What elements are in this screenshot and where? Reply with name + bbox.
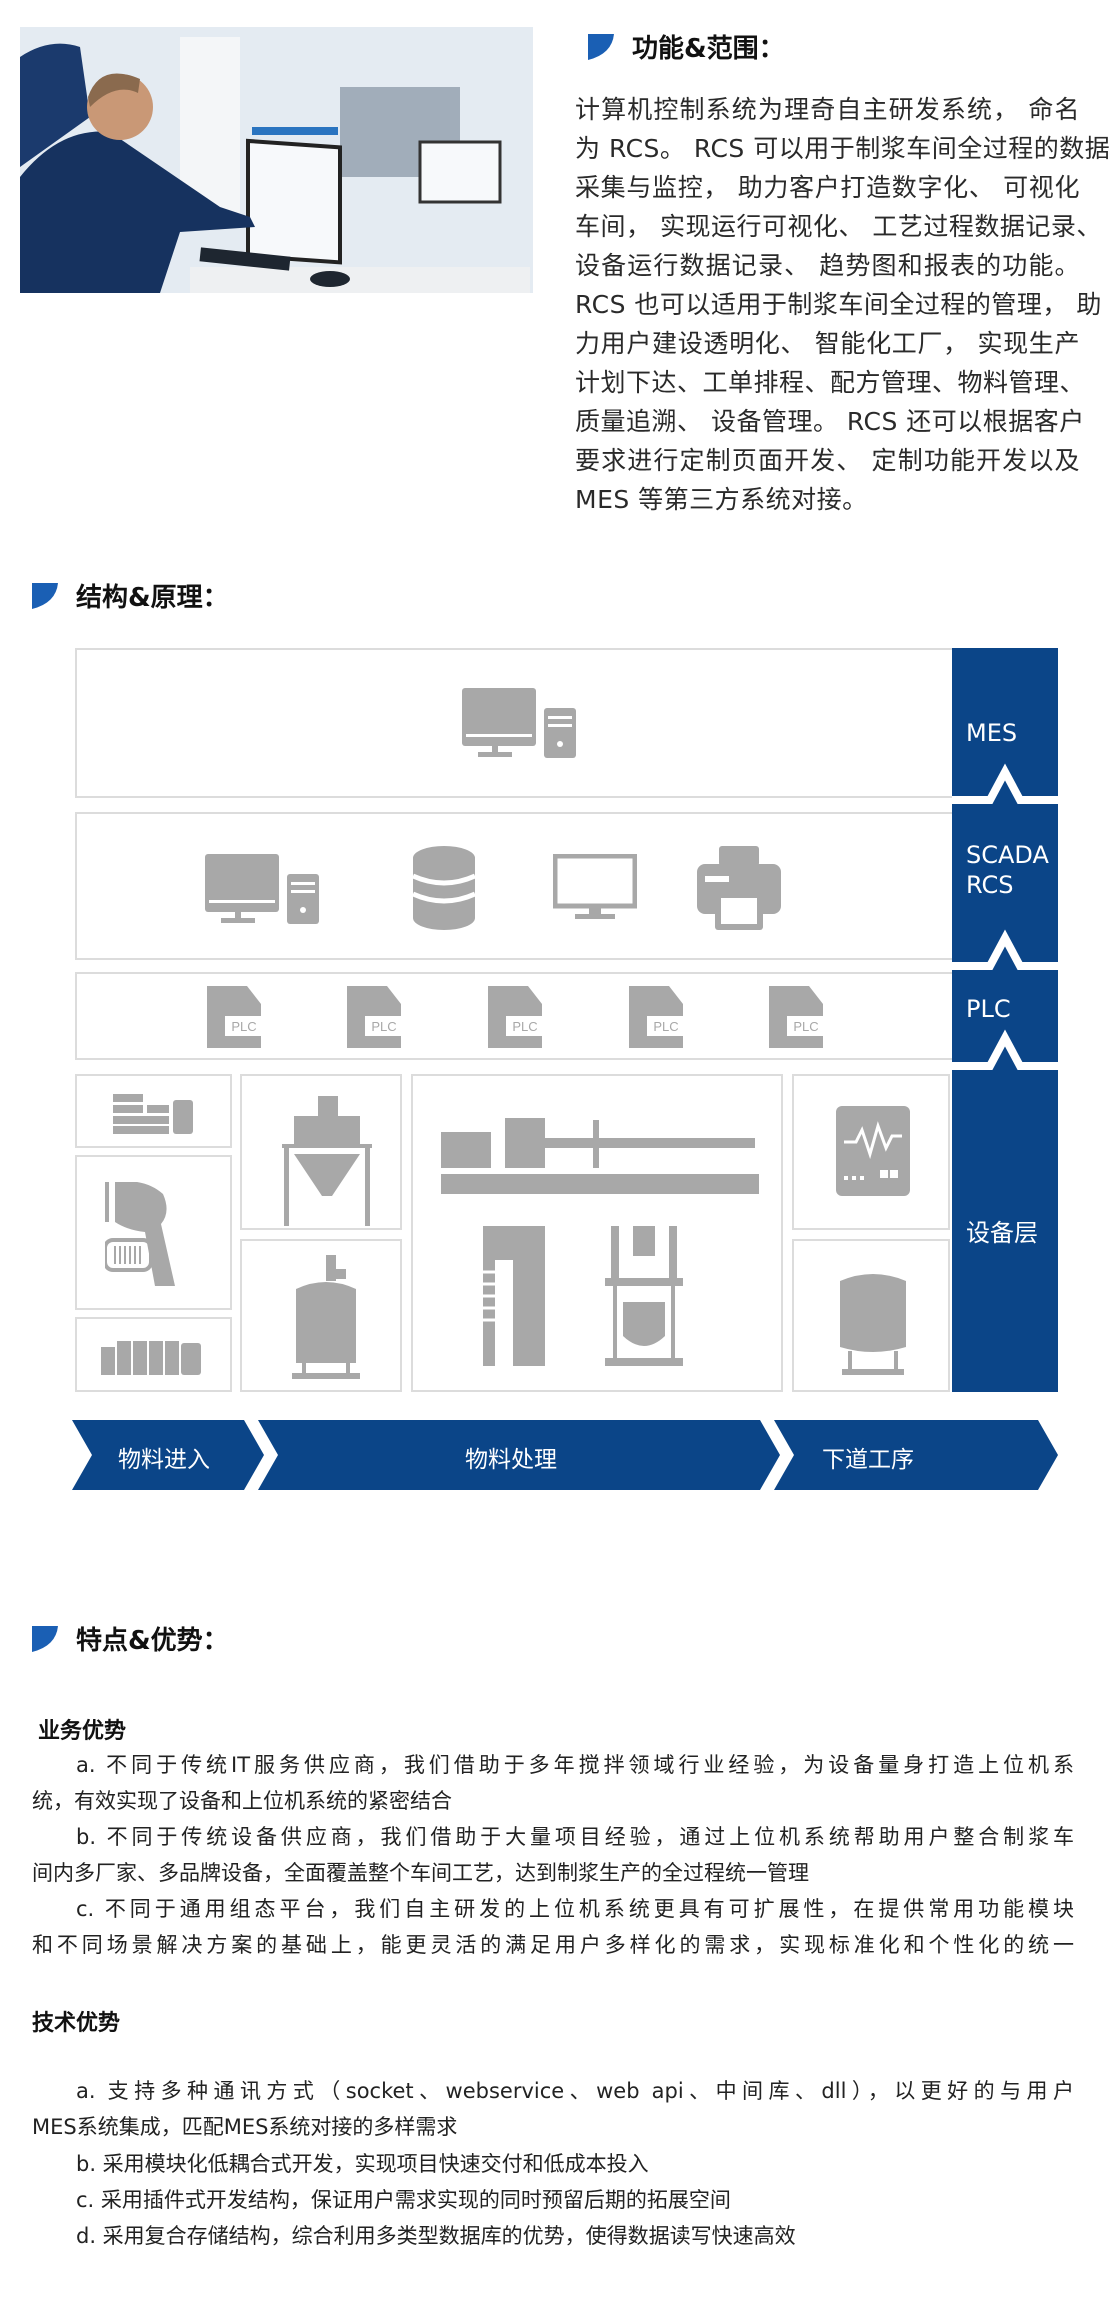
paragraph-line: 采集与监控， 助力客户打造数字化、 可视化 [575, 173, 1080, 202]
equipment-cell-containers [75, 1317, 232, 1392]
advantage-line: c. 采用插件式开发结构，保证用户需求实现的同时预留后期的拓展空间 [76, 2188, 731, 2212]
advantage-line: 统，有效实现了设备和上位机系统的紧密结合 [32, 1789, 452, 1813]
paragraph-line: 计划下达、工单排程、配方管理、物料管理、 [575, 368, 1086, 397]
plc-icon: PLC [347, 986, 405, 1052]
equipment-cell-processing [411, 1074, 783, 1392]
section-marker-icon [32, 582, 58, 609]
flow-label-downstream: 下道工序 [822, 1447, 914, 1473]
layer-label-plc: PLC [966, 995, 1011, 1023]
containers-icon [101, 1341, 201, 1375]
plc-icon: PLC [488, 986, 546, 1052]
desktop-computer-icon [462, 688, 576, 758]
paragraph-line: 质量追溯、 设备管理。 RCS 还可以根据客户 [575, 407, 1085, 436]
equipment-cell-analyzer [792, 1074, 950, 1230]
plc-icon-label: PLC [653, 1019, 678, 1034]
section-marker-icon [32, 1625, 58, 1652]
advantage-line: 和不同场景解决方案的基础上，能更灵活的满足用户多样化的需求，实现标准化和个性化的… [32, 1933, 1074, 1957]
flow-label-material-input: 物料进入 [118, 1447, 210, 1473]
advantage-line: b. 采用模块化低耦合式开发，实现项目快速交付和低成本投入 [76, 2152, 649, 2176]
paragraph-line: 车间， 实现运行可视化、 工艺过程数据记录、 [575, 212, 1102, 241]
flow-arrow-material-processing [258, 1420, 780, 1490]
advantage-line: a. 不同于传统IT服务供应商，我们借助于多年搅拌领域行业经验，为设备量身打造上… [76, 1753, 1074, 1777]
paragraph-line: 为 RCS。 RCS 可以用于制浆车间全过程的数据 [575, 134, 1110, 163]
paragraph-line: 要求进行定制页面开发、 定制功能开发以及 [575, 446, 1080, 475]
monitor-icon [553, 854, 637, 919]
advantage-line: 间内多厂家、多品牌设备，全面覆盖整个车间工艺，达到制浆生产的全过程统一管理 [32, 1861, 809, 1885]
paragraph-line: 计算机控制系统为理奇自主研发系统， 命名 [575, 95, 1080, 124]
layer-label-column: MES SCADA RCS PLC 设备层 [952, 648, 1058, 1392]
advantage-line: MES系统集成，匹配MES系统对接的多样需求 [32, 2115, 458, 2139]
paragraph-line: 力用户建设透明化、 智能化工厂， 实现生产 [575, 329, 1080, 358]
layer-label-equipment: 设备层 [966, 1219, 1038, 1247]
layer-box-mes [75, 648, 955, 798]
database-icon [412, 846, 476, 930]
section-title: 结构&原理： [76, 583, 229, 613]
upward-chevron-separators [952, 763, 1058, 1070]
storage-tank-icon [840, 1274, 906, 1375]
advantage-line: a. 支持多种通讯方式（socket、webservice、web api、中间… [76, 2079, 1074, 2103]
equipment-cell-silo [240, 1074, 402, 1230]
section-heading-function-scope: 功能&范围： [588, 28, 785, 65]
material-bags-icon [113, 1094, 193, 1134]
equipment-cell-barcode-scanner [75, 1155, 232, 1310]
paragraph-line: RCS 也可以适用于制浆车间全过程的管理， 助 [575, 290, 1102, 319]
plc-icon: PLC [629, 986, 687, 1052]
silo-hopper-icon [282, 1096, 372, 1226]
layer-box-plc: PLC PLC PLC PLC PLC [75, 972, 955, 1060]
technical-advantages-title: 技术优势 [32, 2011, 121, 2036]
advantage-line: c. 不同于通用组态平台，我们自主研发的上位机系统更具有可扩展性，在提供常用功能… [76, 1897, 1074, 1921]
process-flow-arrows [72, 1420, 1058, 1490]
business-advantages-title: 业务优势 [38, 1719, 127, 1744]
desktop-computer-icon [205, 854, 319, 924]
equipment-cell-raw-material-stack [75, 1074, 232, 1148]
hero-photo-operator-at-monitor [20, 27, 533, 293]
plc-icon-label: PLC [793, 1019, 818, 1034]
layer-label-rcs: RCS [966, 871, 1014, 899]
extruder-icon [441, 1118, 759, 1194]
paragraph-line: MES 等第三方系统对接。 [575, 485, 868, 514]
analyzer-monitor-icon [836, 1106, 910, 1196]
advantage-line: d. 采用复合存储结构，综合利用多类型数据库的优势，使得数据读写快速高效 [76, 2224, 796, 2248]
mixing-tank-icon [292, 1255, 360, 1379]
layer-label-mes: MES [966, 719, 1018, 747]
layer-box-scada-rcs [75, 812, 955, 960]
section-title: 特点&优势： [76, 1626, 229, 1656]
flow-arrow-material-input [72, 1420, 264, 1490]
plc-icon: PLC [207, 986, 265, 1052]
section-heading-features-advantages: 特点&优势： [32, 1620, 229, 1657]
plc-icon-label: PLC [371, 1019, 396, 1034]
section-marker-icon [588, 33, 614, 60]
equipment-cell-storage-tank [792, 1239, 950, 1392]
kneader-reactor-icon [483, 1226, 683, 1366]
plc-icon: PLC [769, 986, 827, 1052]
barcode-scanner-icon [105, 1182, 175, 1286]
function-scope-paragraph: 计算机控制系统为理奇自主研发系统， 命名 为 RCS。 RCS 可以用于制浆车间… [575, 90, 1110, 519]
flow-arrow-downstream [774, 1420, 1058, 1490]
printer-icon [697, 846, 781, 930]
plc-icon-label: PLC [512, 1019, 537, 1034]
equipment-cell-tank [240, 1239, 402, 1392]
section-heading-structure-principle: 结构&原理： [32, 577, 229, 614]
advantage-line: b. 不同于传统设备供应商，我们借助于大量项目经验，通过上位机系统帮助用户整合制… [76, 1825, 1074, 1849]
layer-label-scada: SCADA [966, 841, 1049, 869]
plc-icon-label: PLC [231, 1019, 256, 1034]
flow-label-material-processing: 物料处理 [465, 1447, 557, 1473]
paragraph-line: 设备运行数据记录、 趋势图和报表的功能。 [575, 251, 1080, 280]
photo-illustration [20, 27, 533, 293]
section-title: 功能&范围： [632, 34, 785, 64]
